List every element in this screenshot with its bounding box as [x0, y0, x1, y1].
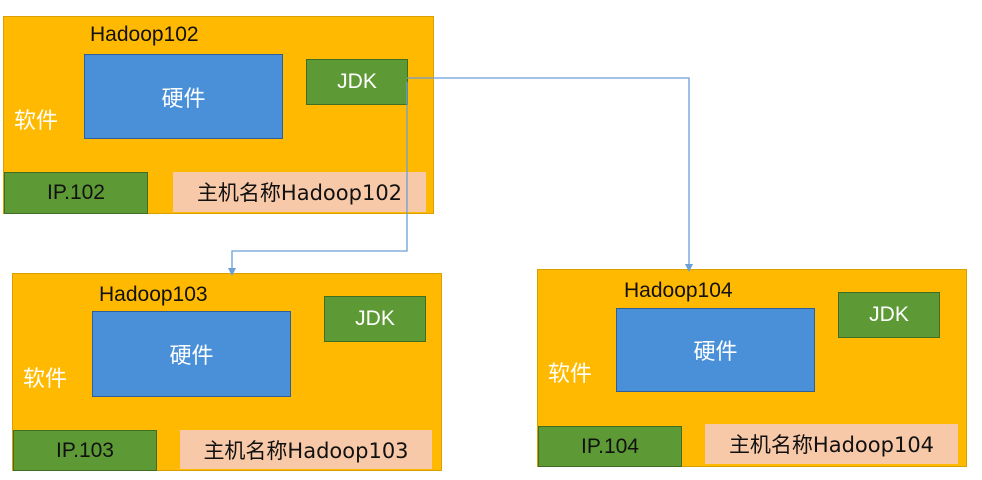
jdk-box: JDK — [306, 59, 408, 105]
hardware-box: 硬件 — [616, 308, 815, 392]
node-title: Hadoop104 — [624, 279, 733, 302]
software-label: 软件 — [548, 362, 593, 387]
ip-box: IP.103 — [13, 430, 157, 471]
hostname-box: 主机名称Hadoop104 — [705, 424, 958, 464]
node-title: Hadoop102 — [90, 23, 199, 46]
software-label: 软件 — [23, 367, 68, 392]
jdk-box: JDK — [324, 296, 426, 342]
ip-box: IP.102 — [4, 172, 148, 214]
hardware-box: 硬件 — [84, 54, 283, 139]
hardware-box: 硬件 — [92, 311, 291, 397]
arrow-jdk-to-hadoop104 — [407, 77, 693, 272]
hostname-box: 主机名称Hadoop103 — [180, 430, 432, 469]
node-title: Hadoop103 — [99, 283, 208, 306]
hostname-box: 主机名称Hadoop102 — [173, 172, 426, 212]
ip-box: IP.104 — [538, 426, 682, 467]
software-label: 软件 — [14, 109, 59, 134]
jdk-box: JDK — [838, 292, 940, 338]
node-hadoop104: Hadoop104 硬件 JDK 软件 IP.104 主机名称Hadoop104 — [537, 269, 967, 467]
node-hadoop102: Hadoop102 硬件 JDK 软件 IP.102 主机名称Hadoop102 — [3, 16, 434, 214]
node-hadoop103: Hadoop103 硬件 JDK 软件 IP.103 主机名称Hadoop103 — [12, 273, 442, 471]
